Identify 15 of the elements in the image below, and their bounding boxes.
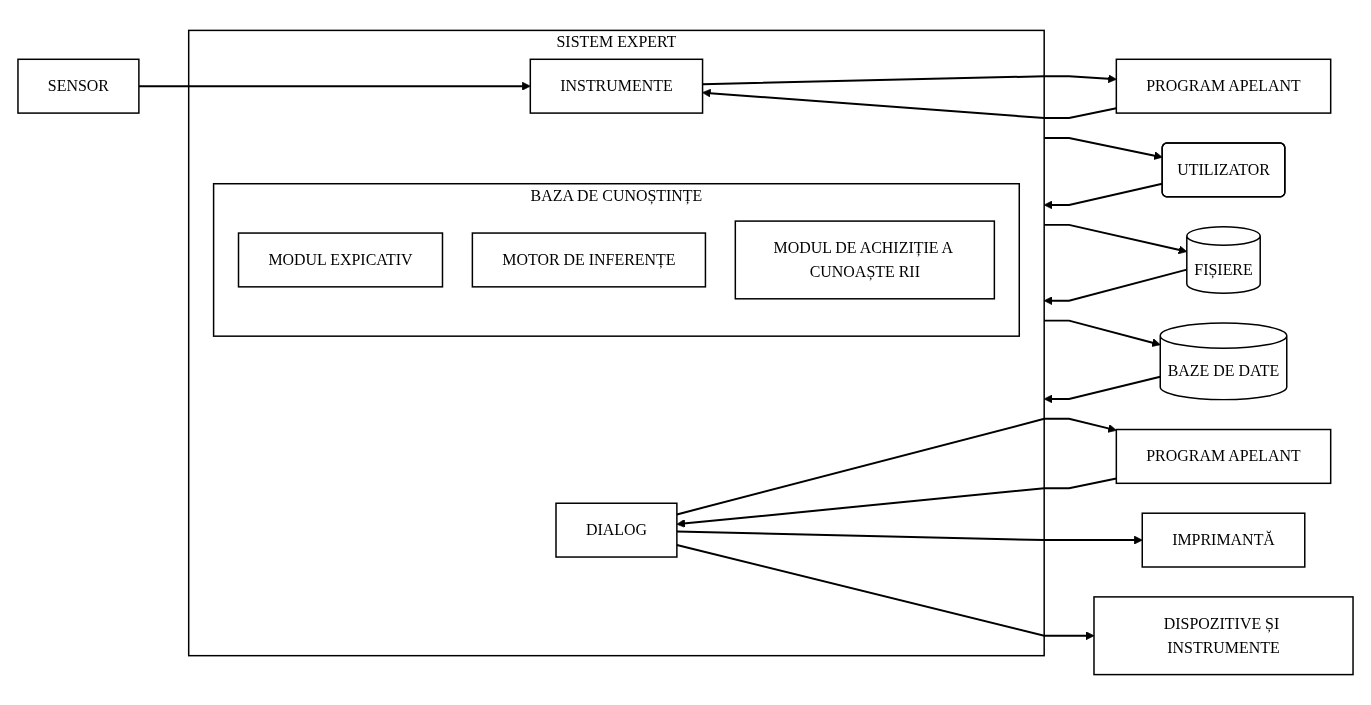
arrow [1043, 319, 1161, 347]
node-box: PROGRAM APELANT [1115, 428, 1332, 485]
node-box: IMPRIMANTĂ [1141, 512, 1306, 568]
node-box: INSTRUMENTE [529, 58, 704, 114]
node-box: PROGRAM APELANT [1115, 58, 1332, 114]
arrow [1043, 223, 1188, 255]
node-box: DISPOZITIVE ȘI INSTRUMENTE [1093, 596, 1354, 676]
arrow [1043, 375, 1162, 404]
node-box: MODUL EXPICATIV [237, 232, 444, 288]
node-box: MOTOR DE INFERENȚE [471, 232, 707, 288]
node-box: SENSOR [17, 58, 140, 114]
node-box: DIALOG [555, 502, 678, 558]
node-box: MODUL DE ACHIZIȚIE A CUNOAȘTE RII [734, 220, 996, 300]
arrow [1043, 137, 1163, 160]
arrow [1043, 268, 1188, 306]
